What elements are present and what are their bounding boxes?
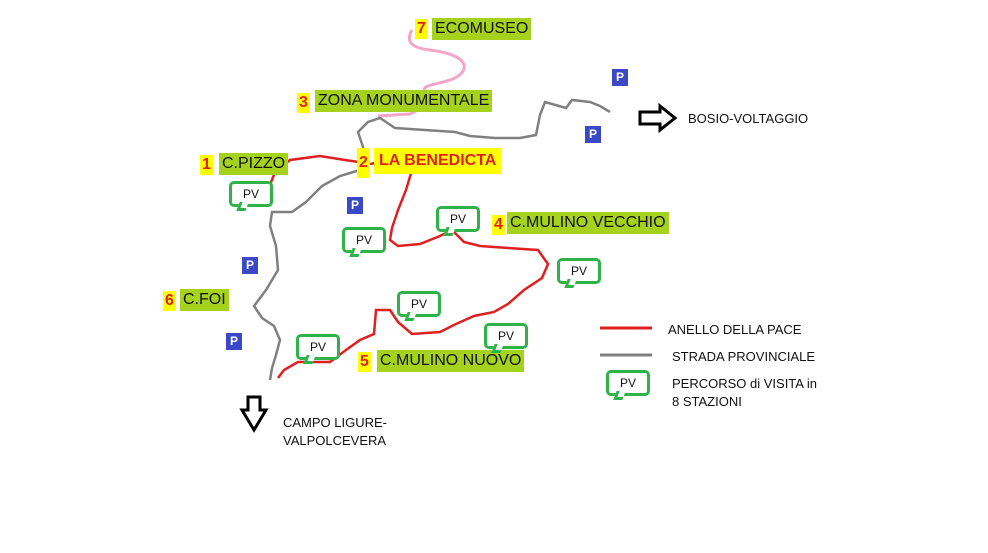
arrow-south-icon [239,395,269,433]
place-label-zona-monumentale: ZONA MONUMENTALE [315,90,493,112]
direction-south-label-line2: VALPOLCEVERA [283,433,387,448]
place-number-c-foi: 6 [163,291,176,311]
legend-pv-label-line2: 8 STAZIONI [672,394,742,409]
place-label-c-foi: C.FOI [180,289,229,311]
legend-pv-label-line1: PERCORSO di VISITA in [672,376,817,391]
place-number-c-mulino-vecchio: 4 [492,215,505,235]
pv-station: PV [342,227,386,253]
place-label-ecomuseo: ECOMUSEO [432,18,532,40]
legend-red-route-label: ANELLO DELLA PACE [668,322,802,337]
direction-east-label: BOSIO-VOLTAGGIO [688,111,809,126]
legend-pv-symbol: PV [606,370,650,396]
pv-station: PV [484,323,528,349]
place-number-c-pizzo: 1 [200,155,213,175]
pv-station: PV [296,334,340,360]
pv-station: PV [397,291,441,317]
parking-marker: P [585,126,601,143]
place-number-ecomuseo: 7 [415,19,428,39]
parking-marker: P [612,69,628,86]
parking-marker: P [226,333,242,350]
parking-marker: P [347,197,363,214]
pv-station: PV [557,258,601,284]
place-number-zona-monumentale: 3 [297,93,310,113]
place-label-la-benedicta: LA BENEDICTA [374,148,502,174]
place-number-c-mulino-nuovo: 5 [358,352,371,372]
pv-station: PV [229,181,273,207]
place-label-c-mulino-vecchio: C.MULINO VECCHIO [507,212,669,234]
direction-south-label-line1: CAMPO LIGURE- [283,415,388,430]
place-number-la-benedicta: 2 [357,148,370,178]
arrow-east-icon [638,102,678,134]
place-label-c-pizzo: C.PIZZO [219,153,289,175]
place-label-c-mulino-nuovo: C.MULINO NUOVO [377,350,525,372]
legend-gray-road-label: STRADA PROVINCIALE [672,349,816,364]
pv-station: PV [436,206,480,232]
parking-marker: P [242,257,258,274]
